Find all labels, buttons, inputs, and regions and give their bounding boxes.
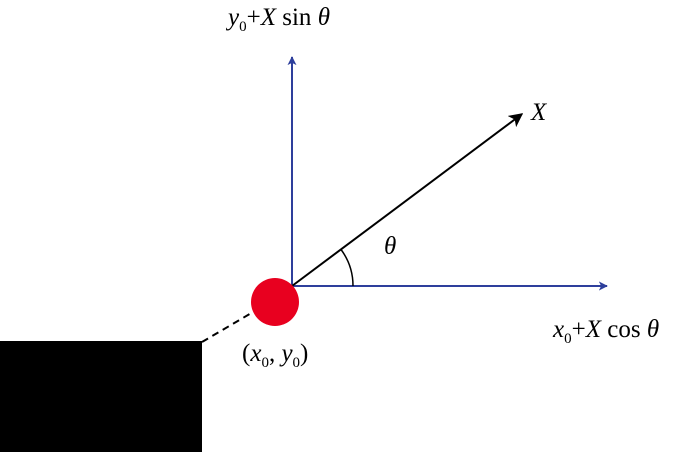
- y-axis-label: y0+X sin θ: [228, 4, 330, 35]
- origin-label: (x0, y0): [242, 340, 309, 371]
- angle-arc: [340, 249, 354, 287]
- vector-x-arrow: [291, 113, 524, 287]
- black-block: [0, 341, 202, 452]
- x-axis-label: x0+X cos θ: [553, 316, 660, 347]
- origin-point: [251, 278, 299, 326]
- angle-label: θ: [384, 233, 397, 260]
- vector-label: X: [531, 99, 547, 126]
